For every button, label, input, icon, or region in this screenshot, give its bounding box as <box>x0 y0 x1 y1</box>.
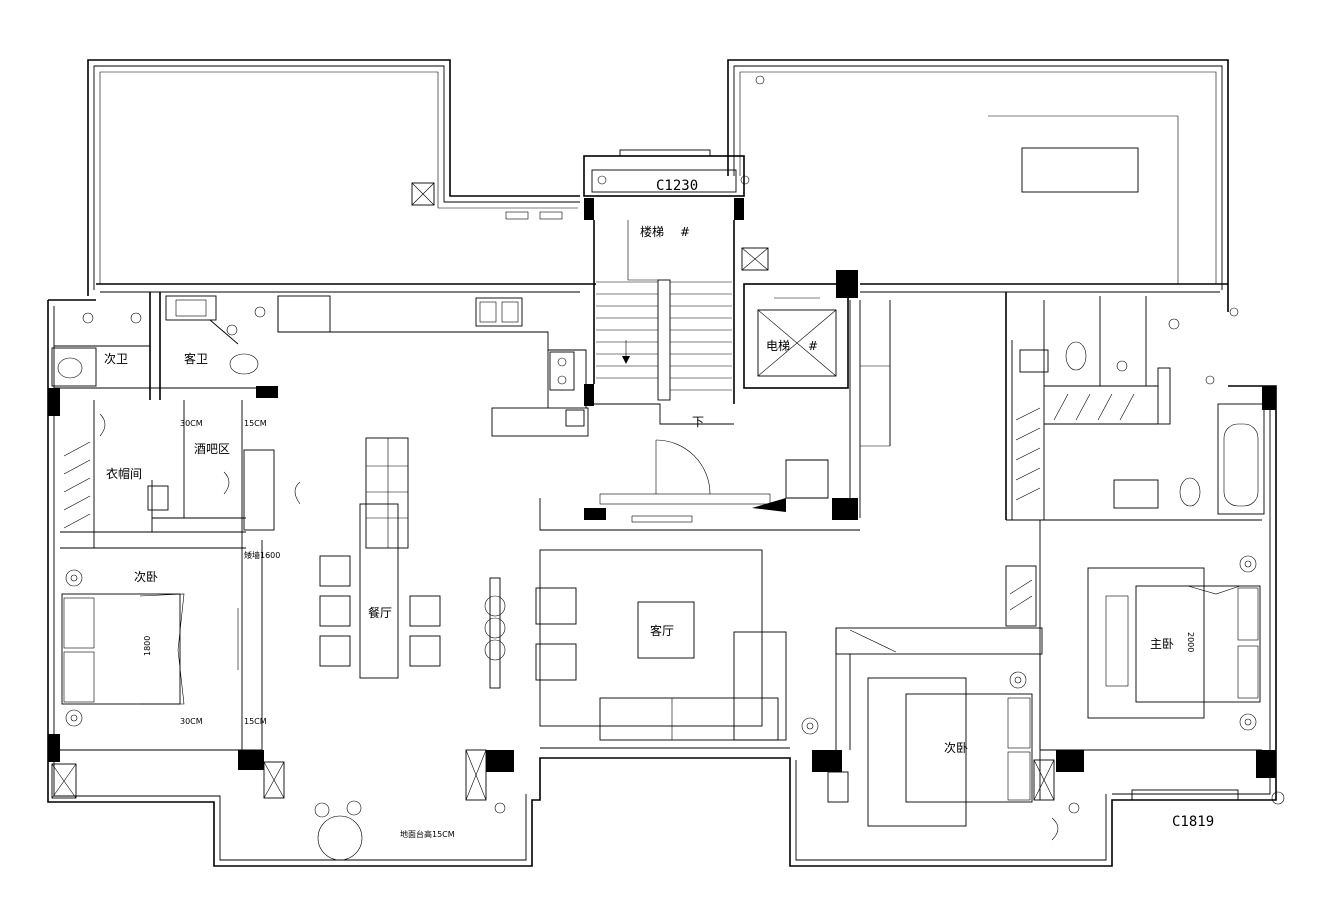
cloakroom-label: 衣帽间 <box>106 466 142 481</box>
second-bath-label: 次卫 <box>104 352 128 366</box>
dim-30cm-top: 30CM <box>180 419 203 428</box>
dining-label: 餐厅 <box>368 605 392 620</box>
elevator-label: 电梯 <box>766 339 790 353</box>
floor-raised-label: 地面台高15CM <box>400 829 455 839</box>
dining-area: 餐厅 <box>319 437 506 689</box>
stair-down-label: 下 <box>692 415 704 429</box>
wardrobe-hatching <box>63 441 91 529</box>
shower-glass <box>1015 393 1135 501</box>
window-bottom-label: C1819 <box>1172 814 1214 830</box>
stair-block: 楼梯 # 下 <box>583 149 750 495</box>
corridor <box>491 300 891 531</box>
cloakroom-bar: 衣帽间 酒吧区 30CM 15CM 矮墙1600 <box>60 400 301 560</box>
living-room: 客厅 <box>465 549 790 814</box>
door-swing <box>655 439 711 495</box>
window-top-label: C1230 <box>656 178 698 194</box>
kitchen-counter <box>277 295 587 427</box>
bar-label: 酒吧区 <box>194 442 230 456</box>
elevator-block: 电梯 # <box>741 247 858 389</box>
stair-treads <box>596 220 732 401</box>
right-second-bedroom: 次卧 <box>801 627 1080 841</box>
left-bedroom-label: 次卧 <box>134 570 158 584</box>
main-walls <box>47 283 1277 867</box>
living-label: 客厅 <box>650 623 674 638</box>
master-bedroom-label: 主卧 <box>1150 637 1174 651</box>
master-bedroom: 主卧 2000 C1819 <box>1005 519 1285 830</box>
bar-stools <box>99 413 301 505</box>
dim-15cm-top: 15CM <box>244 419 267 428</box>
terrace-right-upper <box>727 59 1239 317</box>
left-bathrooms: 次卫 客卫 <box>48 292 278 416</box>
master-wardrobe-hatching <box>1009 579 1033 611</box>
lower-terrace: 地面台高15CM <box>314 800 455 861</box>
right-bedroom-label: 次卧 <box>944 741 968 755</box>
left-bedroom: 次卧 1800 30CM 15CM <box>48 400 285 799</box>
guest-bath-label: 客卫 <box>184 351 208 366</box>
bed-left-dim: 1800 <box>143 636 152 656</box>
dining-chairs <box>319 555 441 667</box>
bed-master-dim: 2000 <box>1186 632 1195 652</box>
elevator-mark: # <box>808 339 818 353</box>
dim-15cm-bottom: 15CM <box>244 717 267 726</box>
stair-mark: # <box>680 225 690 239</box>
right-bathroom <box>1005 292 1276 520</box>
dim-30cm-bottom: 30CM <box>180 717 203 726</box>
stair-label: 楼梯 <box>640 224 664 239</box>
terrace-left-upper <box>87 59 580 296</box>
plants <box>484 595 506 661</box>
